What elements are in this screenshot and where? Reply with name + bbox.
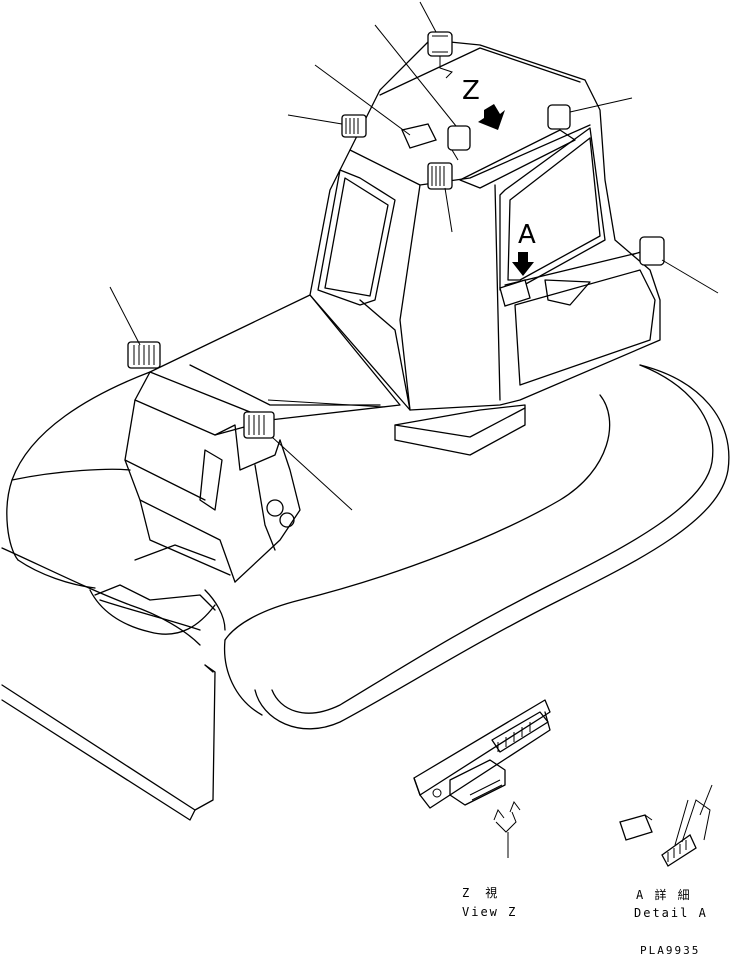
detail-a-caption-en: Detail A	[634, 906, 708, 920]
chassis-details	[94, 499, 295, 631]
lamp-hood-left	[127, 341, 161, 369]
lamp-rear-left-cab	[341, 114, 367, 138]
lamp-cab-side	[631, 236, 665, 266]
lamp-roof-right	[547, 104, 571, 130]
inset-detail-a	[619, 784, 713, 867]
view-z-caption-en: View Z	[462, 905, 518, 919]
lamp-hood-front	[243, 411, 275, 439]
right-track	[223, 364, 730, 730]
view-z-letter: Z	[462, 76, 480, 106]
blade	[1, 547, 216, 821]
arrow-view-z	[478, 104, 505, 130]
lamp-roof-center	[447, 125, 471, 161]
relay-box	[401, 123, 531, 307]
arrow-detail-a	[512, 252, 534, 276]
lamp-roof-top	[427, 31, 453, 79]
leader-lines	[109, 1, 719, 511]
operator-cab	[309, 39, 661, 456]
lamp-cab-front	[427, 162, 453, 190]
detail-a-caption-jp: A 詳 細	[636, 888, 692, 902]
inset-view-z	[413, 699, 551, 858]
detail-a-letter: A	[518, 220, 536, 250]
figure-code: PLA9935	[640, 944, 701, 957]
view-z-caption-jp: Z 視	[462, 886, 500, 900]
engine-hood	[124, 294, 401, 583]
left-track	[6, 371, 151, 589]
